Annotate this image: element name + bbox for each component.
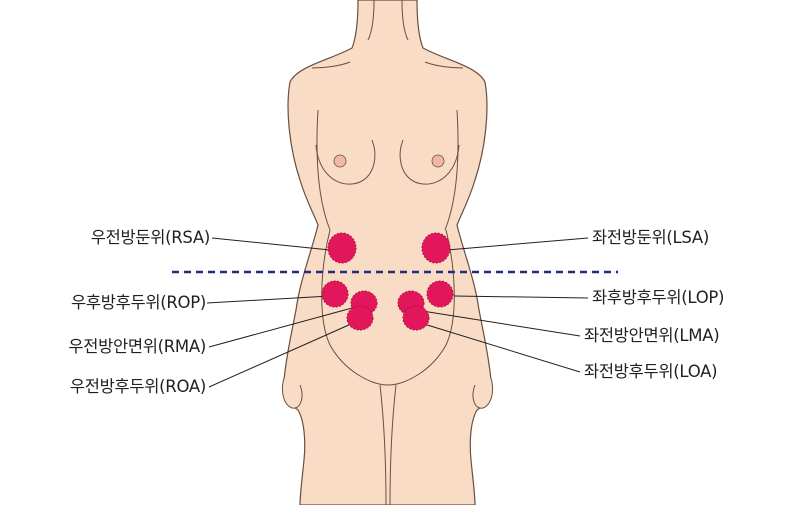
label-lma: 좌전방안면위(LMA) bbox=[584, 326, 720, 345]
marker-loa bbox=[402, 305, 430, 331]
label-rma: 우전방안면위(RMA) bbox=[68, 337, 206, 356]
label-roa: 우전방후두위(ROA) bbox=[69, 377, 206, 396]
leader-loa bbox=[423, 323, 581, 373]
breast-right bbox=[399, 139, 460, 185]
marker-rsa bbox=[327, 232, 357, 264]
marker-lsa bbox=[421, 232, 451, 264]
collarbone-left bbox=[311, 61, 351, 69]
neck-line-right bbox=[401, 0, 409, 41]
label-rsa: 우전방둔위(RSA) bbox=[90, 228, 211, 247]
leader-lop bbox=[453, 295, 589, 299]
leader-lsa bbox=[446, 237, 589, 251]
nipple-right bbox=[431, 154, 445, 168]
thigh-split bbox=[379, 384, 387, 505]
marker-lop bbox=[426, 280, 454, 308]
arm-line-left bbox=[316, 109, 331, 231]
leader-rma bbox=[208, 307, 353, 348]
leader-roa bbox=[208, 319, 361, 388]
label-loa: 좌전방후두위(LOA) bbox=[584, 362, 718, 381]
thigh-split-right bbox=[389, 384, 397, 505]
marker-roa bbox=[346, 305, 374, 331]
arm-line-right bbox=[444, 109, 459, 231]
label-rop: 우후방후두위(ROP) bbox=[70, 293, 206, 312]
label-lsa: 좌전방둔위(LSA) bbox=[592, 228, 710, 247]
hand-left bbox=[281, 377, 303, 409]
neck-line-left bbox=[367, 0, 375, 41]
nipple-left bbox=[333, 154, 347, 168]
marker-rop bbox=[321, 280, 349, 308]
breast-left bbox=[315, 139, 376, 185]
collarbone-right bbox=[424, 61, 464, 69]
torso-outline bbox=[283, 0, 492, 505]
leader-rsa bbox=[211, 237, 331, 251]
hand-right bbox=[472, 377, 494, 409]
leader-rop bbox=[206, 295, 331, 304]
leader-lma bbox=[415, 309, 581, 337]
label-lop: 좌후방후두위(LOP) bbox=[592, 288, 725, 307]
belly-contour bbox=[321, 229, 455, 386]
